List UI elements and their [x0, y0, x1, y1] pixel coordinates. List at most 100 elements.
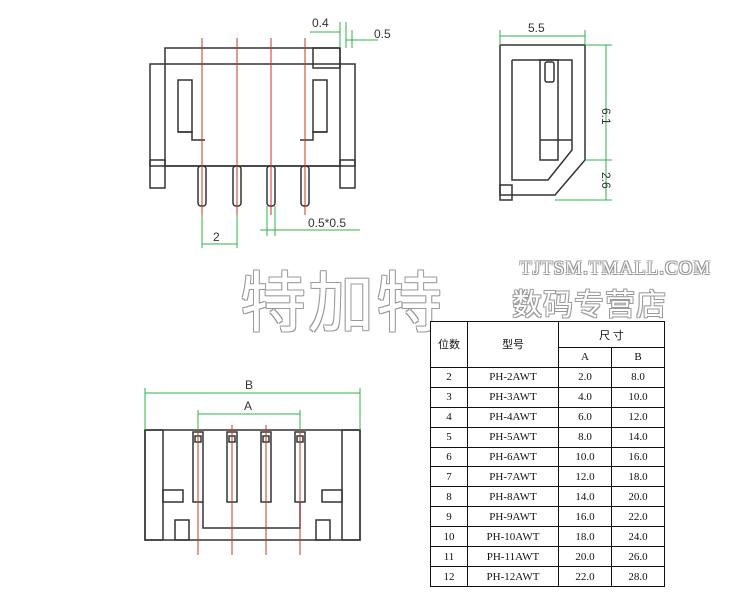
cell-pos: 10 [430, 526, 468, 548]
cell-b: 26.0 [611, 546, 665, 567]
cell-model: PH-5AWT [467, 426, 559, 448]
header-b: B [611, 347, 665, 368]
top-right-notch [315, 519, 331, 541]
dim-label-b: B [245, 378, 253, 392]
cell-model: PH-6AWT [467, 446, 559, 468]
cell-b: 20.0 [611, 486, 665, 508]
cell-a: 12.0 [558, 466, 612, 488]
cell-model: PH-2AWT [467, 366, 559, 388]
cell-pos: 6 [430, 446, 468, 468]
cell-pos: 3 [430, 386, 468, 408]
front-right-window [312, 79, 328, 133]
header-size: 尺 寸 [558, 320, 665, 349]
cell-pos: 8 [430, 486, 468, 508]
front-right-foot [339, 159, 356, 189]
top-left-notch [174, 519, 190, 541]
top-centerlines [197, 425, 301, 555]
cell-a: 10.0 [558, 446, 612, 468]
cell-b: 8.0 [611, 366, 665, 388]
side-dimensions [499, 30, 612, 201]
front-centerlines [201, 38, 306, 215]
header-positions: 位数 [430, 321, 468, 368]
side-inner-outline [511, 59, 573, 181]
cell-model: PH-8AWT [467, 486, 559, 508]
watermark-store: 数码专营店 [512, 288, 667, 323]
cell-b: 10.0 [611, 386, 665, 408]
cell-a: 8.0 [558, 426, 612, 448]
front-right-latch [300, 131, 327, 141]
front-base-outline [149, 63, 356, 167]
cell-pos: 7 [430, 466, 468, 488]
cell-model: PH-12AWT [467, 566, 559, 587]
side-cavity [539, 59, 559, 161]
top-right-key [321, 489, 343, 503]
cell-b: 14.0 [611, 426, 665, 448]
front-top-notch [312, 47, 341, 69]
cell-a: 6.0 [558, 406, 612, 428]
top-inner-bay [202, 502, 301, 529]
header-model: 型号 [467, 321, 559, 368]
watermark-url: TJTSM.TMALL.COM [520, 258, 712, 279]
side-contact [544, 61, 555, 83]
cell-b: 18.0 [611, 466, 665, 488]
side-body-outline [499, 44, 586, 196]
dim-gap: 0.5 [374, 27, 391, 41]
front-dimensions [201, 22, 378, 248]
cell-a: 16.0 [558, 506, 612, 528]
cell-a: 2.0 [558, 366, 612, 388]
cell-b: 22.0 [611, 506, 665, 528]
table-header-row: 位数 型号 尺 寸 [430, 320, 665, 368]
cell-b: 12.0 [611, 406, 665, 428]
watermark-brand: 特加特 [240, 265, 444, 342]
cell-model: PH-10AWT [467, 526, 559, 548]
cell-pos: 5 [430, 426, 468, 448]
dim-height-body: 6.1 [599, 108, 613, 125]
cell-pos: 9 [430, 506, 468, 528]
dim-width-side: 5.5 [528, 21, 545, 35]
cell-pos: 12 [430, 566, 468, 587]
cell-model: PH-4AWT [467, 406, 559, 428]
cell-a: 4.0 [558, 386, 612, 408]
header-a: A [558, 347, 612, 368]
front-left-window [177, 79, 193, 133]
top-view [144, 429, 361, 541]
cell-pos: 2 [430, 366, 468, 388]
dim-pin-pitch: 2 [213, 230, 220, 244]
cell-a: 22.0 [558, 566, 612, 587]
dim-pin-thickness: 0.4 [312, 16, 329, 30]
dim-label-a: A [244, 399, 252, 413]
top-left-wall [144, 429, 164, 541]
cell-b: 16.0 [611, 446, 665, 468]
side-foot [499, 184, 513, 201]
cell-a: 18.0 [558, 526, 612, 548]
cell-model: PH-9AWT [467, 506, 559, 528]
cell-model: PH-7AWT [467, 466, 559, 488]
cell-b: 28.0 [611, 566, 665, 587]
cell-pos: 4 [430, 406, 468, 428]
top-right-wall [341, 429, 361, 541]
cell-b: 24.0 [611, 526, 665, 548]
front-view [149, 47, 356, 207]
cell-model: PH-3AWT [467, 386, 559, 408]
front-left-foot [149, 159, 166, 189]
table-subheader-row: A B [431, 347, 665, 368]
top-left-key [162, 489, 184, 503]
cell-a: 20.0 [558, 546, 612, 567]
top-body-outline [144, 429, 361, 541]
front-left-latch [178, 131, 205, 141]
cell-pos: 11 [430, 546, 468, 567]
cell-model: PH-11AWT [467, 546, 559, 567]
cell-a: 14.0 [558, 486, 612, 508]
